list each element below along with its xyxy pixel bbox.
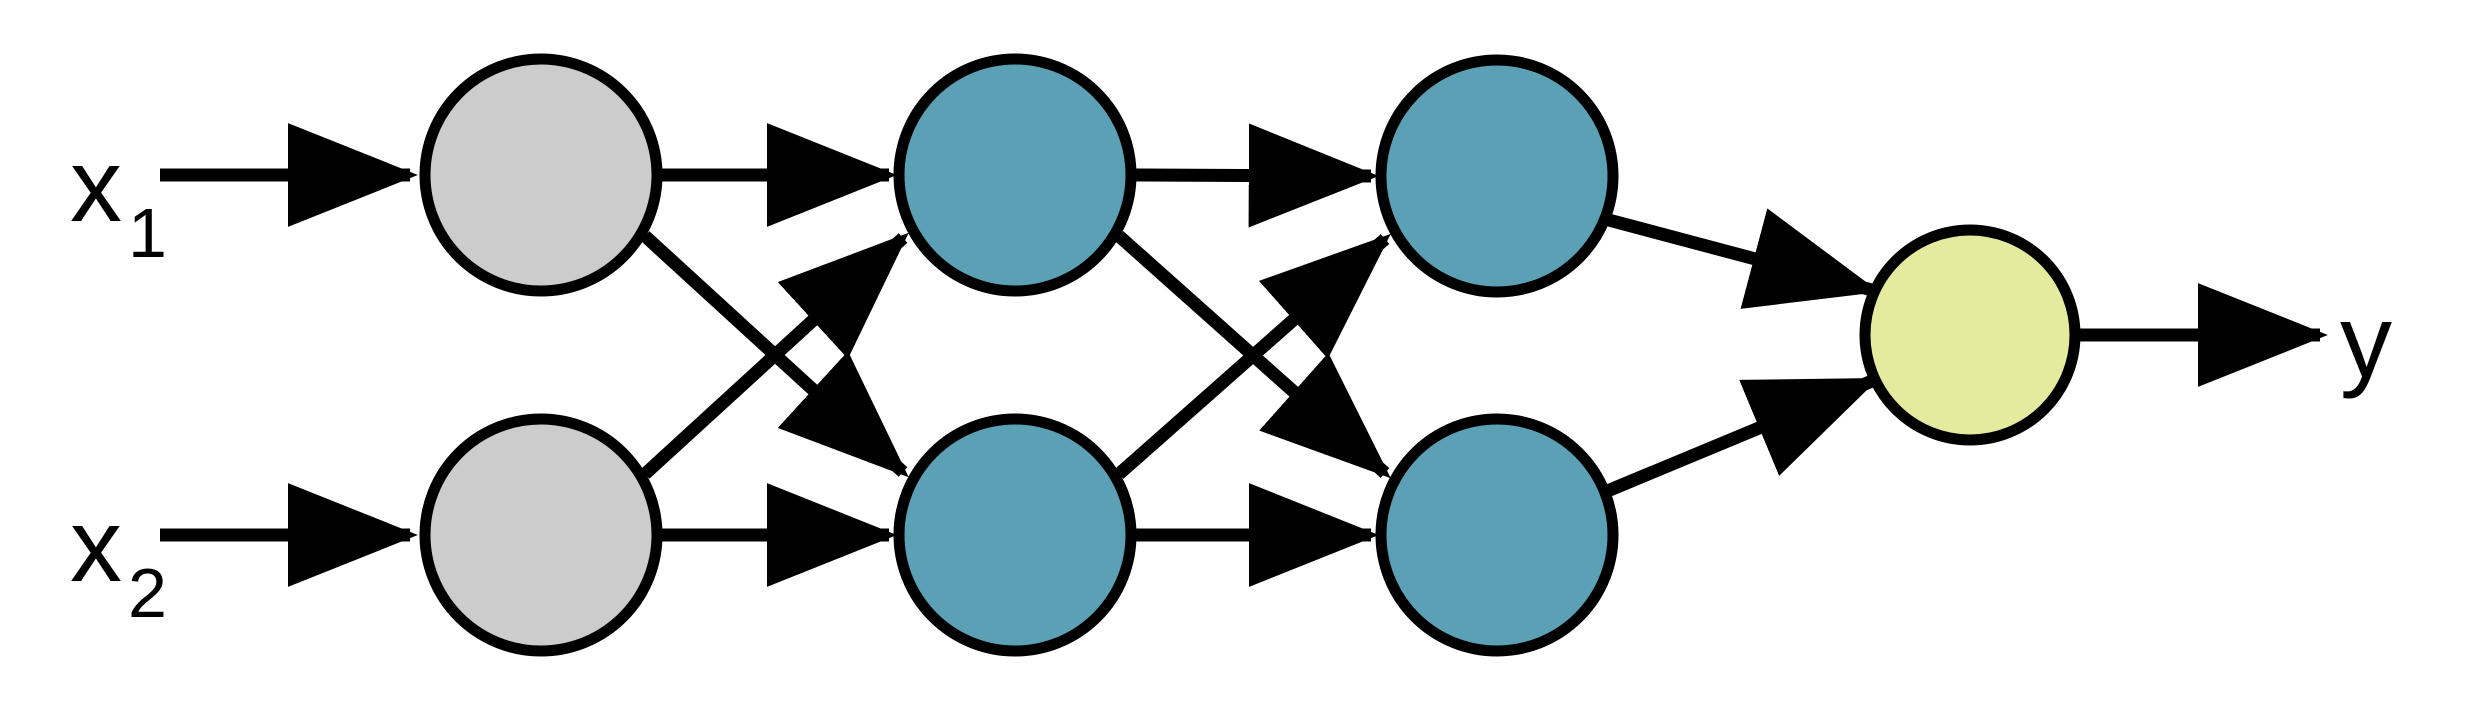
input-label-x1-group: x 1 [70,128,167,272]
output-label-y: y [2340,284,2392,400]
output-label-y-group: y [2340,284,2392,400]
hidden-layer-2-nodes [1375,54,1619,657]
node-hidden1-1[interactable] [893,53,1137,297]
input-edges [160,123,418,587]
edges-layer1-to-layer2 [640,123,909,587]
edge-g1-o1 [1603,208,1880,309]
node-output-1[interactable] [1859,224,2081,446]
node-hidden2-1[interactable] [1375,54,1619,298]
edge-h2-g1 [1114,233,1391,479]
edge-g2-o1 [1602,374,1880,499]
node-input-2[interactable] [419,413,663,657]
node-hidden2-2[interactable] [1375,413,1619,657]
input-label-x1: x [70,128,122,244]
edge-h1-g1 [1135,123,1379,228]
input-label-x2-group: x 2 [70,488,167,632]
output-layer-nodes [1859,224,2081,446]
input-layer-nodes [419,53,663,657]
input-label-x1-subscript: 1 [128,194,167,272]
hidden-layer-1-nodes [893,53,1137,657]
edges-layer2-to-layer3 [1114,123,1391,587]
input-label-x2-subscript: 2 [128,554,167,632]
node-input-1[interactable] [419,53,663,297]
edge-i2-h1 [640,232,909,479]
node-hidden1-2[interactable] [893,413,1137,657]
edges-layer3-to-output [1602,208,1880,499]
input-label-x2: x [70,488,122,604]
